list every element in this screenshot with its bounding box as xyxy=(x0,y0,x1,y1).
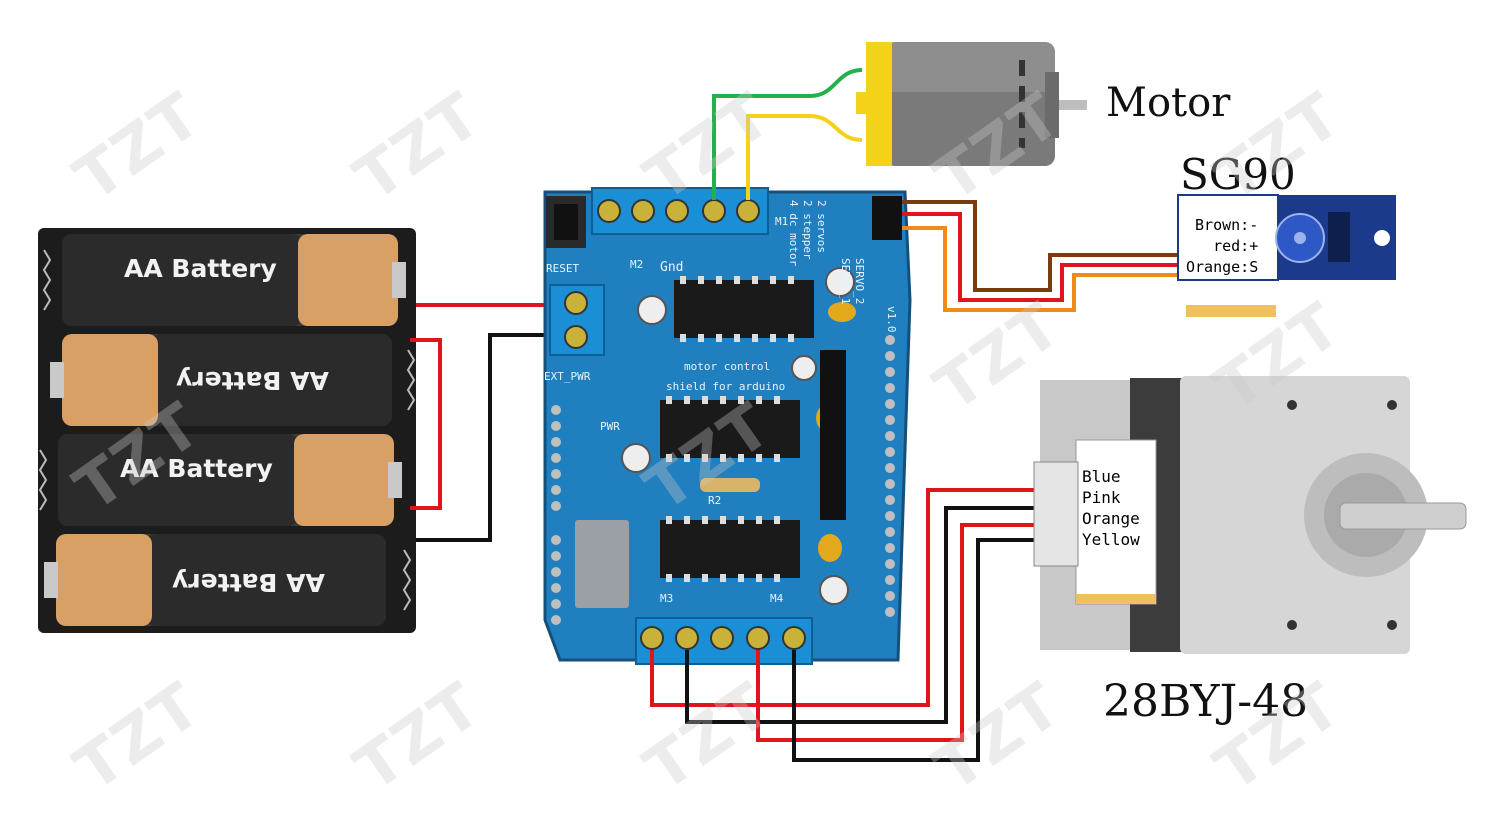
pcb-motor-control-label: motor control xyxy=(684,360,771,373)
battery-1-label: AA Battery xyxy=(124,254,277,283)
stepper-motor xyxy=(1033,376,1467,654)
pcb-reset-label: RESET xyxy=(546,262,580,275)
pcb-r2-label: R2 xyxy=(708,494,722,507)
pcb-m2-label: M2 xyxy=(630,258,644,271)
stepper-wire-orange: Orange xyxy=(1082,509,1140,528)
stepper-wire-list: Blue Pink Orange Yellow xyxy=(1082,466,1140,550)
ic-chip-bottom xyxy=(660,520,800,578)
sg90-servo xyxy=(1177,194,1396,317)
pcb-gnd-label: Gnd xyxy=(660,260,684,275)
servo-wires xyxy=(902,200,1186,312)
battery-3 xyxy=(58,434,402,526)
servo-header xyxy=(872,196,902,240)
dc-motor xyxy=(856,42,1087,166)
servo-pin-list: Brown:- red:+ Orange:S xyxy=(1186,215,1258,278)
battery-4-label: AA Battery xyxy=(172,568,325,597)
pcb-shield-label: shield for arduino xyxy=(666,380,786,393)
motor-label: Motor xyxy=(1106,80,1231,126)
servo-pin-brown: Brown:- xyxy=(1195,216,1259,234)
servo-pin-red: red:+ xyxy=(1213,237,1259,255)
ic-chip-middle xyxy=(660,400,800,458)
pcb-m1-label: M1 xyxy=(775,215,789,228)
stepper-label: 28BYJ-48 xyxy=(1103,676,1309,727)
pcb-version-label: v1.0 xyxy=(885,306,898,333)
pcb-m4-label: M4 xyxy=(770,592,784,605)
stepper-wire-yellow: Yellow xyxy=(1082,530,1140,549)
battery-holder xyxy=(38,228,416,633)
pcb-dc-note: 4 dc motor xyxy=(787,200,800,267)
pcb-servo1-label: SERVO_1 xyxy=(839,258,852,305)
pcb-m3-label: M3 xyxy=(660,592,674,605)
battery-4 xyxy=(44,534,386,626)
battery-2-label: AA Battery xyxy=(176,366,329,395)
battery-pack xyxy=(38,228,416,633)
pcb-servos-note: 2 servos xyxy=(815,200,828,253)
motor-wires xyxy=(712,68,863,200)
pcb-pwr-label: PWR xyxy=(600,420,620,433)
stepper-wire-pink: Pink xyxy=(1082,488,1121,507)
servo-label: SG90 xyxy=(1180,150,1296,199)
battery-wires xyxy=(410,303,565,542)
battery-2 xyxy=(50,334,392,426)
pcb-stepper-note: 2 stepper xyxy=(801,200,814,260)
stepper-wire-blue: Blue xyxy=(1082,467,1121,486)
stepper-wires xyxy=(650,488,1040,762)
battery-1 xyxy=(62,234,406,326)
servo-pin-orange: Orange:S xyxy=(1186,258,1259,276)
battery-3-label: AA Battery xyxy=(120,454,273,483)
pcb-servo2-label: SERVO_2 xyxy=(853,258,866,305)
pcb-ext-pwr-label: EXT_PWR xyxy=(544,370,591,383)
ic-chip-top xyxy=(674,280,814,338)
motor-shield xyxy=(543,187,912,665)
